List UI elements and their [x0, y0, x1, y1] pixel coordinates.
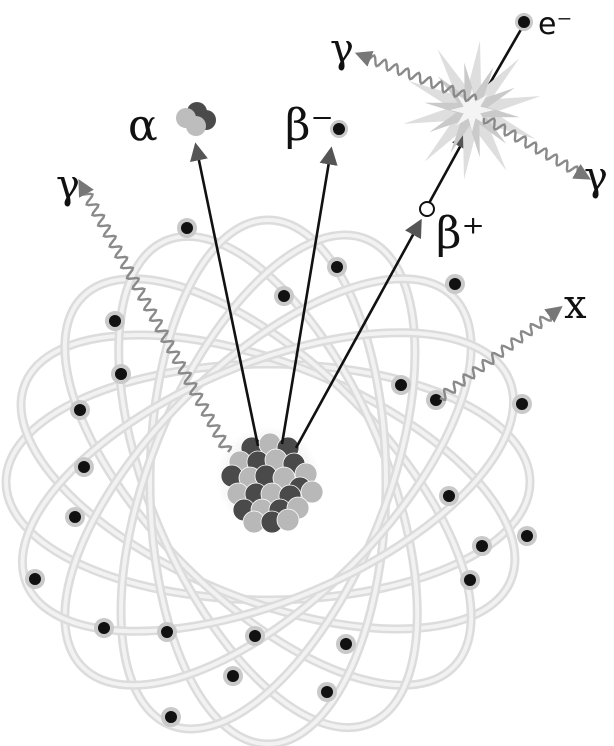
beta-minus-electron-icon [330, 120, 348, 138]
atomic-nucleus-icon [216, 426, 324, 534]
alpha-track [190, 142, 260, 447]
orbit-ring [148, 218, 388, 746]
electron-dot-icon [181, 222, 193, 234]
gamma-left-label: γ [56, 162, 80, 208]
electron-dot-icon [98, 622, 110, 634]
positron-track [426, 130, 469, 206]
electron-dot-icon [476, 540, 488, 552]
electron-dot-icon [321, 686, 333, 698]
gamma-wave-top-arrow [354, 51, 374, 67]
orbital-electrons [25, 218, 537, 727]
nucleon [300, 480, 324, 504]
beta-plus-track [294, 218, 422, 449]
gamma-wave-left [80, 192, 233, 453]
beta-minus-track [280, 146, 338, 445]
electron-dot-icon [74, 404, 86, 416]
electron-dot-icon [521, 530, 533, 542]
electron-dot-icon [430, 394, 442, 406]
orbit-ring [116, 234, 420, 730]
gamma-wave-right-arrow [572, 164, 591, 180]
electron-dot-icon [29, 573, 41, 585]
gamma-right-label: γ [584, 154, 608, 200]
electron-label: e⁻ [538, 7, 572, 42]
beta-plus-label: β⁺ [436, 208, 485, 259]
alpha-particle-icon [176, 102, 216, 136]
nucleon [276, 508, 300, 532]
electron-dot-icon [115, 368, 127, 380]
orbit-ring [62, 276, 474, 688]
orbit-ring [4, 362, 532, 602]
incoming-electron-icon [515, 13, 533, 31]
electron-dot-icon [449, 278, 461, 290]
electron-dot-icon [78, 461, 90, 473]
electron-dot-icon [161, 626, 173, 638]
gamma-wave-top [366, 54, 478, 103]
electron-dot-icon [443, 490, 455, 502]
electron-dot-icon [516, 398, 528, 410]
electron-dot-icon [227, 670, 239, 682]
electron-dot-icon [331, 261, 343, 273]
gamma-wave-right [482, 117, 580, 176]
orbit-ring [62, 276, 474, 688]
beta-minus-label: β⁻ [285, 100, 334, 151]
annihilation-flash-icon [403, 40, 541, 180]
photon-waves [78, 51, 591, 453]
gamma-top-label: γ [330, 26, 354, 72]
xray-label: x [564, 282, 587, 328]
electron-dot-icon [340, 638, 352, 650]
electron-dot-icon [464, 574, 476, 586]
electron-dot-icon [109, 315, 121, 327]
alpha-label: α [128, 100, 158, 151]
xray-wave [439, 311, 553, 402]
electron-dot-icon [165, 711, 177, 723]
electron-dot-icon [395, 379, 407, 391]
orbit-ring [19, 333, 517, 631]
xray-wave-arrow [544, 305, 563, 323]
electron-dot-icon [249, 630, 261, 642]
positron-circle-icon [419, 201, 435, 217]
electron-dot-icon [278, 290, 290, 302]
gamma-wave-left-arrow [78, 179, 94, 198]
electron-dot-icon [69, 511, 81, 523]
decay-tracks [190, 25, 525, 449]
